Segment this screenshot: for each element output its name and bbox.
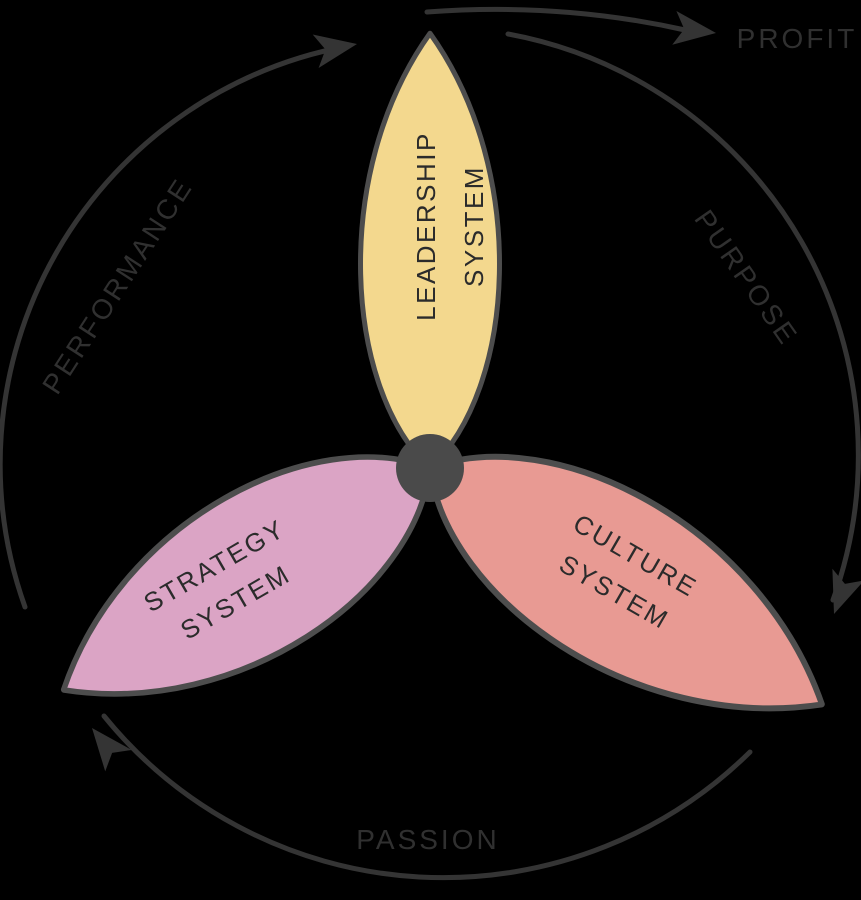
cycle-arc-top [424, 6, 688, 33]
cycle-arrows [0, 6, 861, 881]
culture-petal [427, 453, 825, 712]
arrowhead-right-icon [832, 568, 861, 614]
purpose-label: PURPOSE [688, 204, 804, 351]
petals [60, 30, 825, 712]
leadership-petal-label: LEADERSHIP SYSTEM [411, 131, 489, 321]
center-hub [396, 434, 464, 502]
arrowhead-bottom-left-icon [92, 728, 132, 772]
leadership-label-line2: SYSTEM [459, 165, 489, 287]
profit-label: PROFIT [737, 23, 858, 54]
cycle-arc-left [0, 43, 351, 610]
cycle-arc-right [505, 31, 861, 603]
passion-label: PASSION [356, 824, 499, 855]
performance-label: PERFORMANCE [36, 172, 199, 399]
arrowhead-profit-icon [672, 11, 716, 45]
leadership-petal [358, 30, 502, 471]
arrowhead-top-icon [312, 34, 357, 69]
cycle-arc-bottom [101, 713, 753, 881]
leadership-label-line1: LEADERSHIP [411, 131, 441, 321]
strategy-petal [60, 454, 433, 697]
